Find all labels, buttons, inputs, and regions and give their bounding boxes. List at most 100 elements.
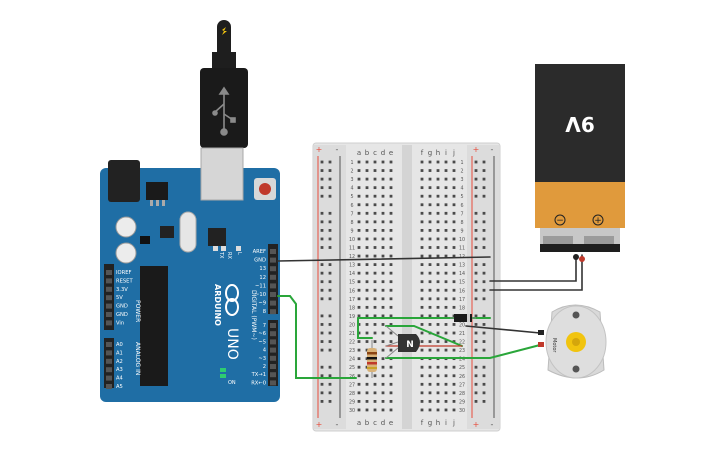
rail-hole[interactable]	[482, 400, 486, 403]
breadboard-hole[interactable]	[436, 237, 440, 241]
rail-hole[interactable]	[320, 280, 324, 284]
breadboard-hole[interactable]	[373, 229, 377, 232]
breadboard-hole[interactable]	[444, 340, 448, 343]
breadboard-hole[interactable]	[428, 229, 432, 232]
breadboard-hole[interactable]	[444, 211, 448, 215]
breadboard-hole[interactable]	[357, 237, 361, 241]
digital-pin-socket[interactable]	[270, 274, 276, 280]
wire-transistor-emitter[interactable]	[385, 325, 463, 347]
breadboard-hole[interactable]	[373, 246, 377, 249]
breadboard-hole[interactable]	[365, 297, 369, 301]
rail-hole[interactable]	[320, 288, 324, 292]
rail-hole[interactable]	[328, 263, 332, 266]
breadboard-hole[interactable]	[444, 254, 448, 258]
rail-hole[interactable]	[320, 382, 324, 386]
breadboard-hole[interactable]	[420, 186, 424, 190]
rail-hole[interactable]	[482, 271, 486, 275]
breadboard-hole[interactable]	[444, 323, 448, 326]
breadboard-hole[interactable]	[436, 246, 440, 249]
breadboard-hole[interactable]	[436, 194, 440, 198]
breadboard-hole[interactable]	[373, 237, 377, 241]
rail-hole[interactable]	[328, 400, 332, 403]
breadboard-hole[interactable]	[428, 305, 432, 309]
breadboard-hole[interactable]	[365, 280, 369, 284]
breadboard-hole[interactable]	[444, 374, 448, 378]
breadboard-hole[interactable]	[381, 160, 385, 164]
breadboard-hole[interactable]	[357, 400, 361, 403]
breadboard-hole[interactable]	[428, 314, 432, 318]
rail-hole[interactable]	[474, 382, 478, 386]
breadboard-hole[interactable]	[452, 229, 456, 232]
rail-hole[interactable]	[328, 331, 332, 335]
breadboard-hole[interactable]	[365, 177, 369, 181]
rail-hole[interactable]	[328, 348, 332, 352]
breadboard-hole[interactable]	[357, 160, 361, 164]
breadboard-hole[interactable]	[365, 271, 369, 275]
breadboard-hole[interactable]	[357, 220, 361, 224]
rail-hole[interactable]	[474, 340, 478, 343]
breadboard-hole[interactable]	[420, 374, 424, 378]
breadboard-hole[interactable]	[373, 254, 377, 258]
breadboard-hole[interactable]	[444, 348, 448, 352]
rail-hole[interactable]	[328, 229, 332, 232]
breadboard-hole[interactable]	[357, 280, 361, 284]
breadboard-hole[interactable]	[452, 382, 456, 386]
breadboard-hole[interactable]	[420, 246, 424, 249]
breadboard-hole[interactable]	[357, 305, 361, 309]
breadboard-hole[interactable]	[381, 254, 385, 258]
breadboard-hole[interactable]	[420, 211, 424, 215]
breadboard-hole[interactable]	[365, 305, 369, 309]
rail-hole[interactable]	[482, 160, 486, 164]
breadboard-hole[interactable]	[357, 357, 361, 361]
breadboard-hole[interactable]	[436, 288, 440, 292]
rail-hole[interactable]	[482, 374, 486, 378]
rail-hole[interactable]	[482, 348, 486, 352]
breadboard-hole[interactable]	[428, 288, 432, 292]
wire-motor-top[interactable]	[465, 325, 541, 334]
wire-motor-bottom[interactable]	[385, 344, 541, 359]
rail-hole[interactable]	[320, 186, 324, 190]
breadboard-hole[interactable]	[420, 297, 424, 301]
breadboard-hole[interactable]	[357, 203, 361, 207]
breadboard-hole[interactable]	[428, 382, 432, 386]
breadboard-hole[interactable]	[357, 177, 361, 181]
breadboard-hole[interactable]	[420, 288, 424, 292]
breadboard-hole[interactable]	[444, 400, 448, 403]
breadboard-hole[interactable]	[452, 374, 456, 378]
rail-hole[interactable]	[474, 186, 478, 190]
breadboard-hole[interactable]	[389, 203, 393, 207]
power-pin-socket[interactable]	[106, 286, 112, 292]
breadboard-hole[interactable]	[428, 203, 432, 207]
breadboard-hole[interactable]	[420, 305, 424, 309]
breadboard-hole[interactable]	[436, 314, 440, 318]
rail-hole[interactable]	[328, 374, 332, 378]
rail-hole[interactable]	[474, 297, 478, 301]
rail-hole[interactable]	[320, 374, 324, 378]
rail-hole[interactable]	[320, 323, 324, 326]
breadboard-hole[interactable]	[420, 263, 424, 266]
rail-hole[interactable]	[474, 365, 478, 369]
breadboard-hole[interactable]	[444, 237, 448, 241]
rail-hole[interactable]	[482, 314, 486, 318]
breadboard-hole[interactable]	[436, 280, 440, 284]
breadboard-hole[interactable]	[452, 348, 456, 352]
resistor[interactable]	[367, 340, 377, 378]
breadboard-hole[interactable]	[428, 323, 432, 326]
wire-battery-positive[interactable]	[489, 254, 583, 291]
breadboard-hole[interactable]	[452, 220, 456, 224]
breadboard-hole[interactable]	[389, 382, 393, 386]
breadboard-hole[interactable]	[428, 237, 432, 241]
breadboard-hole[interactable]	[436, 305, 440, 309]
breadboard-hole[interactable]	[420, 229, 424, 232]
rail-hole[interactable]	[474, 348, 478, 352]
breadboard-hole[interactable]	[436, 391, 440, 395]
breadboard-hole[interactable]	[420, 203, 424, 207]
breadboard-hole[interactable]	[420, 254, 424, 258]
digital-header-bottom[interactable]	[268, 320, 278, 386]
breadboard-hole[interactable]	[436, 211, 440, 215]
breadboard-hole[interactable]	[389, 160, 393, 164]
breadboard-hole[interactable]	[444, 177, 448, 181]
rail-hole[interactable]	[474, 237, 478, 241]
breadboard-hole[interactable]	[428, 211, 432, 215]
wire-transistor-base[interactable]	[357, 317, 373, 339]
